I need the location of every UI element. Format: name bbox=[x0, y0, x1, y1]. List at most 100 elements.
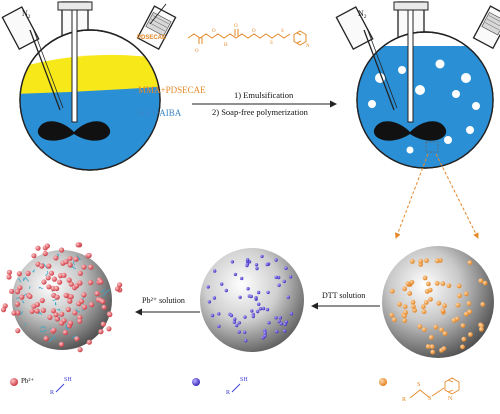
bead bbox=[63, 259, 69, 265]
bead bbox=[421, 327, 427, 332]
aqueous-phase-label: H₂O+AIBA bbox=[138, 108, 182, 118]
bead bbox=[457, 293, 462, 299]
bead bbox=[261, 306, 266, 311]
bead bbox=[282, 279, 286, 284]
bead bbox=[107, 311, 113, 318]
bead bbox=[35, 261, 41, 267]
zoom-box bbox=[425, 141, 439, 153]
bead bbox=[410, 299, 416, 305]
bead bbox=[79, 298, 85, 304]
bead bbox=[402, 318, 407, 323]
bead bbox=[402, 286, 407, 292]
bead bbox=[14, 289, 21, 295]
pdsecae-structure bbox=[187, 29, 307, 46]
bead bbox=[53, 255, 59, 261]
stirrer-shaft bbox=[71, 9, 78, 123]
bead bbox=[466, 301, 472, 306]
link bbox=[17, 278, 22, 283]
bead bbox=[279, 322, 283, 326]
bead bbox=[428, 296, 433, 302]
link bbox=[42, 262, 48, 269]
bead bbox=[440, 308, 446, 314]
svg-text:S: S bbox=[270, 41, 273, 46]
bead bbox=[274, 275, 278, 279]
bead bbox=[224, 288, 228, 293]
bead bbox=[86, 252, 92, 259]
bead bbox=[254, 296, 258, 300]
bead bbox=[74, 336, 80, 342]
bead bbox=[54, 285, 60, 292]
bead bbox=[34, 308, 40, 314]
bead bbox=[479, 326, 484, 332]
bead bbox=[98, 279, 104, 285]
bead bbox=[428, 335, 434, 340]
bead bbox=[101, 304, 107, 310]
link bbox=[24, 276, 30, 282]
bead bbox=[16, 271, 22, 277]
bead bbox=[265, 307, 270, 312]
bead bbox=[250, 309, 254, 313]
bead bbox=[66, 277, 72, 283]
bead bbox=[114, 286, 121, 292]
bead bbox=[243, 315, 247, 319]
bead bbox=[246, 287, 250, 291]
bead bbox=[403, 310, 408, 315]
gas-inlet-tube bbox=[29, 29, 61, 111]
orange-surface-groups bbox=[389, 258, 488, 355]
bead bbox=[251, 314, 255, 319]
pb-solution-label: Pb²⁺ solution bbox=[142, 296, 185, 305]
dtt-label: DTT solution bbox=[322, 291, 366, 300]
bead bbox=[15, 328, 21, 334]
step2-label: 2) Soap-free polymerization bbox=[212, 107, 308, 117]
bead bbox=[482, 280, 488, 286]
link bbox=[38, 286, 43, 290]
bead bbox=[2, 303, 8, 309]
bead bbox=[391, 317, 397, 323]
bead bbox=[277, 275, 281, 280]
bead bbox=[417, 324, 423, 329]
bead bbox=[57, 279, 63, 285]
bead bbox=[442, 331, 448, 336]
bead bbox=[434, 280, 440, 286]
bead bbox=[263, 328, 267, 333]
bead bbox=[54, 294, 60, 300]
link bbox=[72, 267, 77, 270]
bead bbox=[63, 292, 69, 298]
bead bbox=[456, 283, 462, 289]
thiol-legend-bond bbox=[55, 383, 65, 393]
bead bbox=[86, 339, 92, 345]
bead bbox=[229, 313, 234, 318]
bead bbox=[67, 298, 73, 304]
link bbox=[52, 298, 58, 301]
bead bbox=[35, 245, 41, 251]
bead bbox=[283, 329, 287, 333]
bead bbox=[61, 272, 67, 278]
thiol-mid-SH: SH bbox=[240, 377, 248, 383]
link bbox=[32, 269, 35, 273]
link bbox=[16, 297, 20, 299]
thiol-legend-R: R bbox=[50, 390, 55, 396]
bead bbox=[232, 320, 237, 324]
pds-legend-bead bbox=[379, 378, 387, 386]
bead bbox=[289, 312, 294, 316]
thiol-mid-R: R bbox=[226, 390, 231, 396]
thiol-legend-bead bbox=[192, 378, 200, 386]
bead bbox=[77, 270, 83, 276]
bead bbox=[249, 294, 253, 299]
bead bbox=[62, 329, 68, 336]
bead bbox=[59, 311, 65, 317]
bead bbox=[429, 344, 435, 350]
thiol-legend-bond-2 bbox=[231, 383, 241, 393]
bead bbox=[47, 314, 53, 320]
bead bbox=[81, 264, 87, 270]
bead bbox=[461, 336, 467, 342]
bead bbox=[51, 276, 58, 282]
bead bbox=[77, 347, 83, 353]
link bbox=[56, 308, 61, 312]
bead bbox=[389, 312, 395, 318]
bead bbox=[238, 295, 242, 299]
bead bbox=[72, 310, 78, 316]
bead bbox=[46, 263, 52, 269]
bead bbox=[267, 321, 271, 325]
bead bbox=[402, 304, 408, 309]
